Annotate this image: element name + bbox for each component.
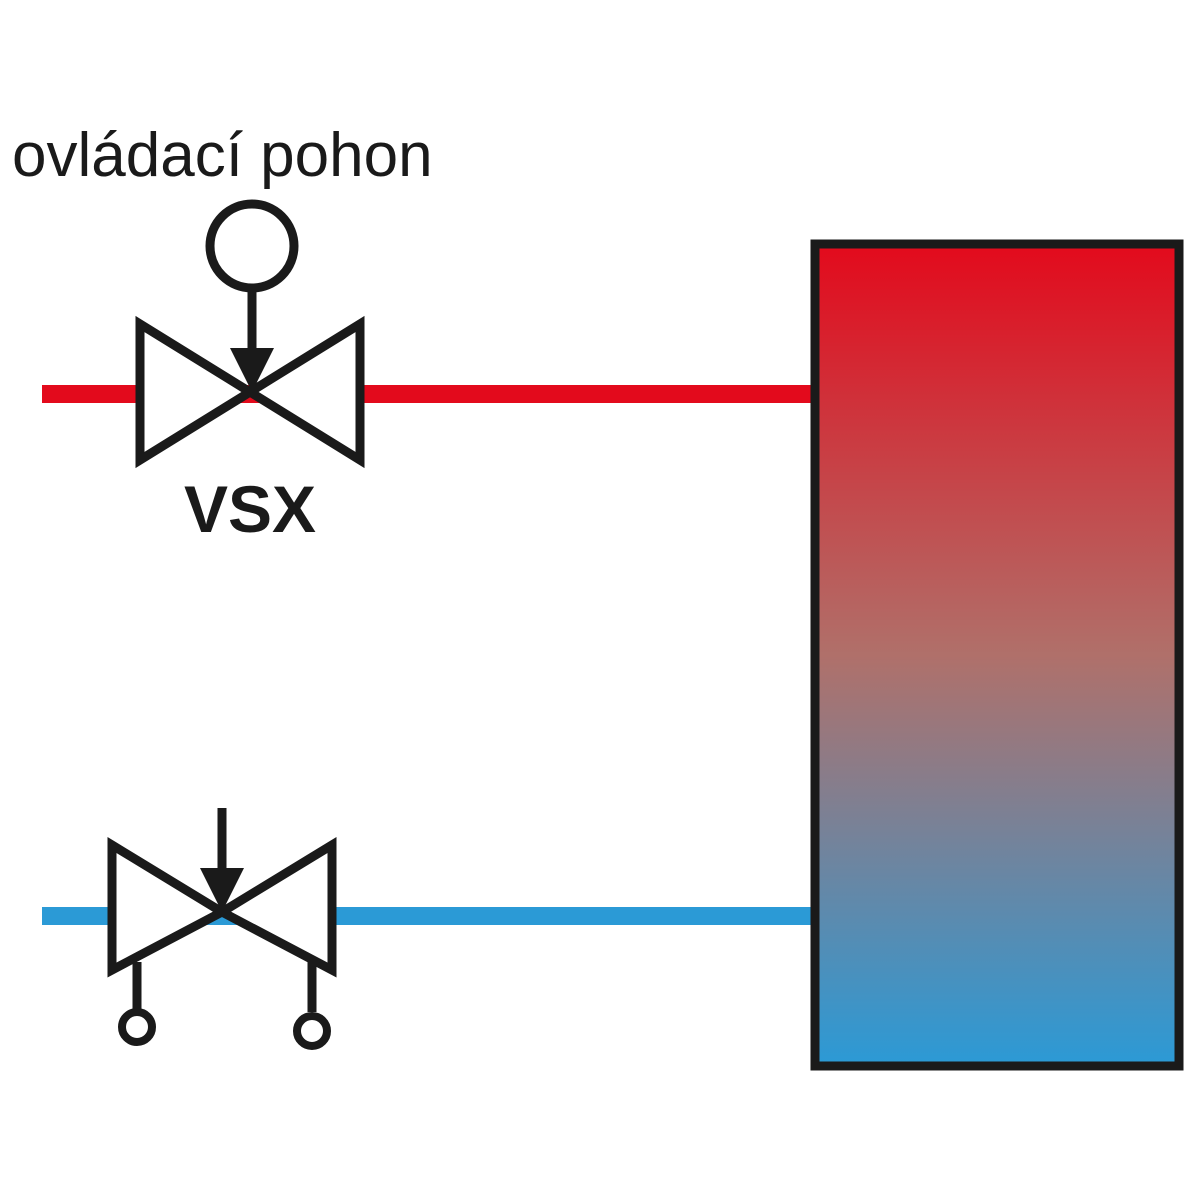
measuring-point-left-icon bbox=[118, 962, 156, 1046]
actuator-circle-icon bbox=[205, 199, 299, 392]
actuator-label: ovládací pohon bbox=[12, 121, 433, 190]
control-valve-icon bbox=[135, 315, 365, 469]
balancing-valve-icon bbox=[107, 808, 337, 978]
measuring-point-right-icon bbox=[293, 962, 331, 1050]
valve-label: VSX bbox=[184, 472, 316, 546]
storage-tank bbox=[810, 239, 1184, 1071]
